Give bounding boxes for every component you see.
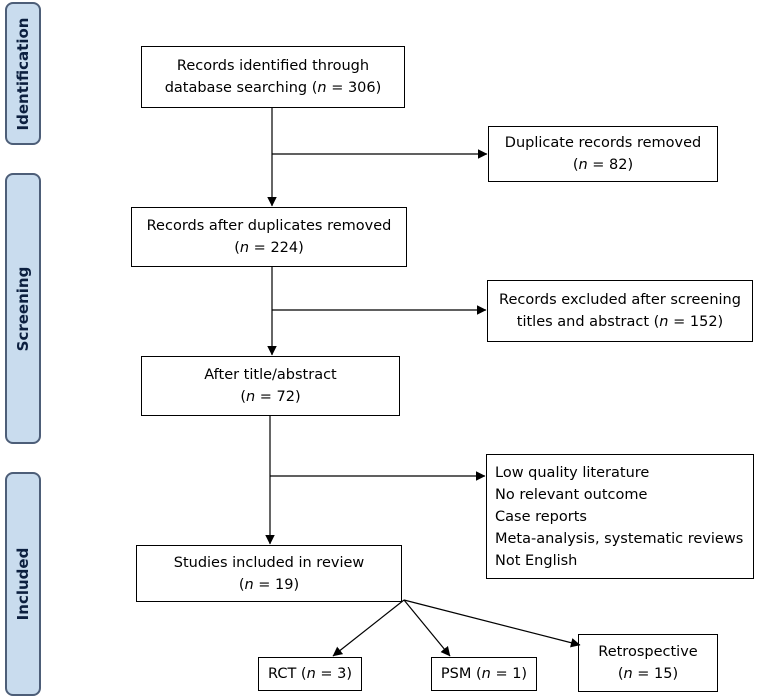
- box-studies-included-line1: Studies included in review: [173, 554, 365, 571]
- arrow-to-psm: [403, 599, 451, 657]
- phase-screening: Screening: [5, 173, 41, 444]
- box-after-title-abstract-line2: (n = 72): [240, 389, 301, 405]
- exclusion-reason-4: Meta-analysis, systematic reviews: [495, 530, 744, 547]
- box-duplicates-removed-line2: (n = 82): [572, 157, 634, 173]
- box-records-identified: Records identified through database sear…: [141, 46, 405, 108]
- box-duplicates-removed: Duplicate records removed (n = 82): [488, 126, 718, 182]
- box-psm-label: PSM (n = 1): [440, 666, 528, 682]
- box-records-excluded-line1: Records excluded after screening: [499, 292, 741, 308]
- box-psm: PSM (n = 1): [431, 657, 537, 691]
- box-studies-included: Studies included in review (n = 19): [136, 545, 402, 602]
- phase-screening-label: Screening: [14, 266, 32, 351]
- box-after-duplicates-line1: Records after duplicates removed: [146, 218, 392, 234]
- phase-included-label: Included: [14, 547, 32, 621]
- box-records-identified-line1: Records identified through: [176, 58, 370, 74]
- box-duplicates-removed-line1: Duplicate records removed: [504, 135, 702, 151]
- box-after-duplicates: Records after duplicates removed (n = 22…: [131, 207, 407, 267]
- phase-included: Included: [5, 472, 41, 696]
- exclusion-reason-1: Low quality literature: [495, 464, 650, 481]
- box-retrospective-line1: Retrospective: [598, 644, 698, 660]
- box-records-identified-line2: database searching (n = 306): [164, 80, 382, 96]
- box-rct-label: RCT (n = 3): [267, 666, 353, 682]
- phase-identification: Identification: [5, 2, 41, 145]
- exclusion-reason-5: Not English: [495, 552, 578, 569]
- box-after-title-abstract: After title/abstract (n = 72): [141, 356, 400, 416]
- phase-identification-label: Identification: [14, 17, 32, 130]
- box-records-excluded-line2: titles and abstract (n = 152): [516, 314, 724, 330]
- arrow-to-retrospective: [403, 599, 581, 648]
- arrow-to-rct: [332, 599, 405, 657]
- exclusion-reason-2: No relevant outcome: [495, 486, 648, 503]
- box-after-duplicates-line2: (n = 224): [234, 240, 304, 256]
- box-records-excluded: Records excluded after screening titles …: [487, 280, 753, 342]
- exclusion-reason-3: Case reports: [495, 508, 587, 525]
- box-exclusion-reasons: Low quality literature No relevant outco…: [486, 454, 754, 579]
- box-retrospective: Retrospective (n = 15): [578, 634, 718, 692]
- box-studies-included-line2: (n = 19): [238, 576, 300, 593]
- box-after-title-abstract-line1: After title/abstract: [204, 367, 337, 383]
- box-rct: RCT (n = 3): [258, 657, 362, 691]
- box-retrospective-line2: (n = 15): [617, 666, 679, 682]
